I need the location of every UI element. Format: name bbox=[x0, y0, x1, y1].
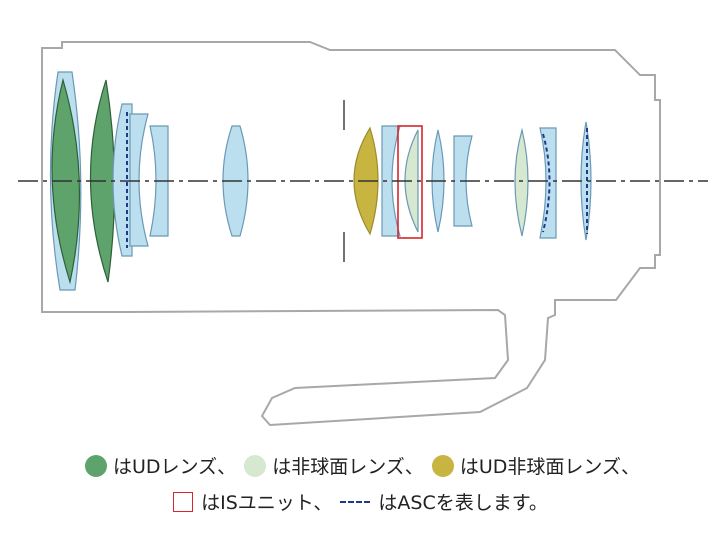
lens-construction-diagram bbox=[18, 41, 708, 427]
lens-barrel-outline bbox=[41, 41, 661, 427]
aspherical-lens-2 bbox=[514, 127, 529, 237]
asc-coating-2 bbox=[542, 133, 551, 233]
legend-row-1: はUDレンズ、 は非球面レンズ、 はUD非球面レンズ、 bbox=[0, 452, 725, 479]
is-unit-legend-icon bbox=[173, 491, 194, 512]
asc-legend-icon bbox=[340, 500, 371, 503]
is-unit-legend-label: はISユニット、 bbox=[201, 492, 333, 514]
aspherical-lens-legend-label: は非球面レンズ、 bbox=[272, 456, 424, 478]
ud-aspherical-lens-legend-icon bbox=[431, 454, 454, 477]
lens-element-3 bbox=[129, 113, 149, 247]
aspherical-lens-legend-icon bbox=[244, 454, 267, 477]
is-unit-outline bbox=[397, 125, 423, 239]
lens-element-9 bbox=[539, 127, 557, 239]
ud-aspherical-lens-legend-label: はUD非球面レンズ、 bbox=[459, 456, 640, 478]
ud-lens-legend-icon bbox=[85, 454, 108, 477]
ud-lens-legend-label: はUDレンズ、 bbox=[113, 456, 237, 478]
legend-row-2: はISユニット、 はASCを表します。 bbox=[0, 488, 725, 515]
asc-legend-label: はASCを表します。 bbox=[378, 492, 548, 514]
lens-element-2 bbox=[112, 103, 133, 257]
